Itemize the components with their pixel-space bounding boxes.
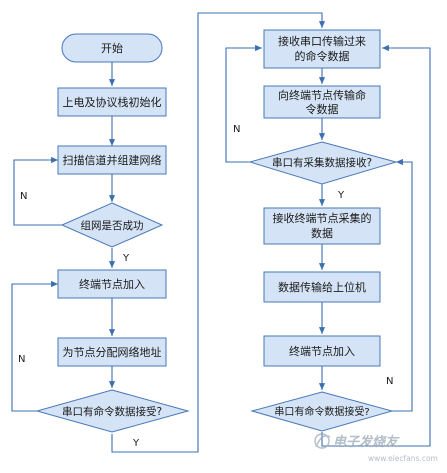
network-ok-label: 组网是否成功 (81, 219, 144, 232)
receive-data-label-line1: 接收终端节点采集的 (273, 211, 372, 225)
left-node-join-box: 终端节点加入 (57, 269, 167, 299)
send-cmd-box: 向终端节点传输命 令数据 (263, 85, 381, 119)
branch-labels: N Y N Y N Y N (18, 124, 393, 449)
receive-data-label-line2: 数据 (311, 226, 333, 240)
label-left-cmd-yes: Y (132, 438, 140, 449)
left-column: 开始 上电及协议栈初始化 扫描信道并组建网络 组网是否成功 终端节点加入 为节点… (35, 33, 190, 433)
start-label: 开始 (101, 41, 123, 55)
receive-cmd-label-line2: 的命令数据 (295, 49, 350, 63)
loop-network-fail (13, 156, 62, 226)
link-left-cmd-yes (111, 12, 326, 453)
send-cmd-label-line1: 向终端节点传输命 (278, 88, 366, 102)
label-collect-yes: Y (337, 190, 345, 201)
right-node-join-label: 终端节点加入 (289, 344, 355, 358)
scan-box: 扫描信道并组建网络 (57, 145, 167, 175)
loop-collect-no (225, 44, 262, 163)
send-cmd-label-line2: 令数据 (306, 102, 339, 116)
assign-address-box: 为节点分配网络地址 (57, 337, 167, 367)
watermark: 电子发烧友 www.elecfans.com (314, 433, 438, 463)
collect-label: 串口有采集数据接收? (272, 156, 372, 169)
right-cmd-label: 串口有命令数据接受? (274, 405, 369, 418)
loop-left-cmd-no (11, 280, 58, 412)
label-network-no: N (20, 191, 27, 202)
label-right-cmd-no: N (386, 376, 393, 387)
receive-data-box: 接收终端节点采集的 数据 (263, 207, 381, 245)
network-ok-decision: 组网是否成功 (60, 202, 164, 248)
watermark-logo-icon (314, 433, 331, 449)
loop-right-cmd-no (392, 158, 413, 412)
power-on-label: 上电及协议栈初始化 (63, 95, 162, 109)
watermark-brand: 电子发烧友 (333, 434, 400, 450)
connectors (11, 12, 431, 453)
start-terminator: 开始 (61, 33, 163, 63)
left-node-join-label: 终端节点加入 (79, 277, 145, 291)
to-host-box: 数据传输给上位机 (263, 271, 381, 303)
right-column: 接收串口传输过来 的命令数据 向终端节点传输命 令数据 串口有采集数据接收? 接… (248, 29, 398, 432)
watermark-url: www.elecfans.com (368, 454, 438, 463)
collect-decision: 串口有采集数据接收? (248, 141, 398, 185)
assign-address-label: 为节点分配网络地址 (63, 345, 162, 359)
left-cmd-label: 串口有命令数据接受? (62, 405, 162, 418)
receive-cmd-label-line1: 接收串口传输过来 (278, 34, 366, 48)
label-network-yes: Y (122, 253, 130, 264)
left-cmd-decision: 串口有命令数据接受? (35, 389, 190, 433)
to-host-label: 数据传输给上位机 (278, 280, 366, 294)
label-left-cmd-no: N (18, 354, 25, 365)
receive-cmd-box: 接收串口传输过来 的命令数据 (263, 29, 381, 69)
scan-label: 扫描信道并组建网络 (63, 153, 162, 167)
power-on-box: 上电及协议栈初始化 (57, 87, 167, 117)
loop-right-cmd-yes (321, 44, 431, 447)
label-collect-no: N (233, 124, 240, 135)
right-cmd-decision: 串口有命令数据接受? (250, 391, 394, 432)
right-node-join-box: 终端节点加入 (263, 335, 381, 367)
